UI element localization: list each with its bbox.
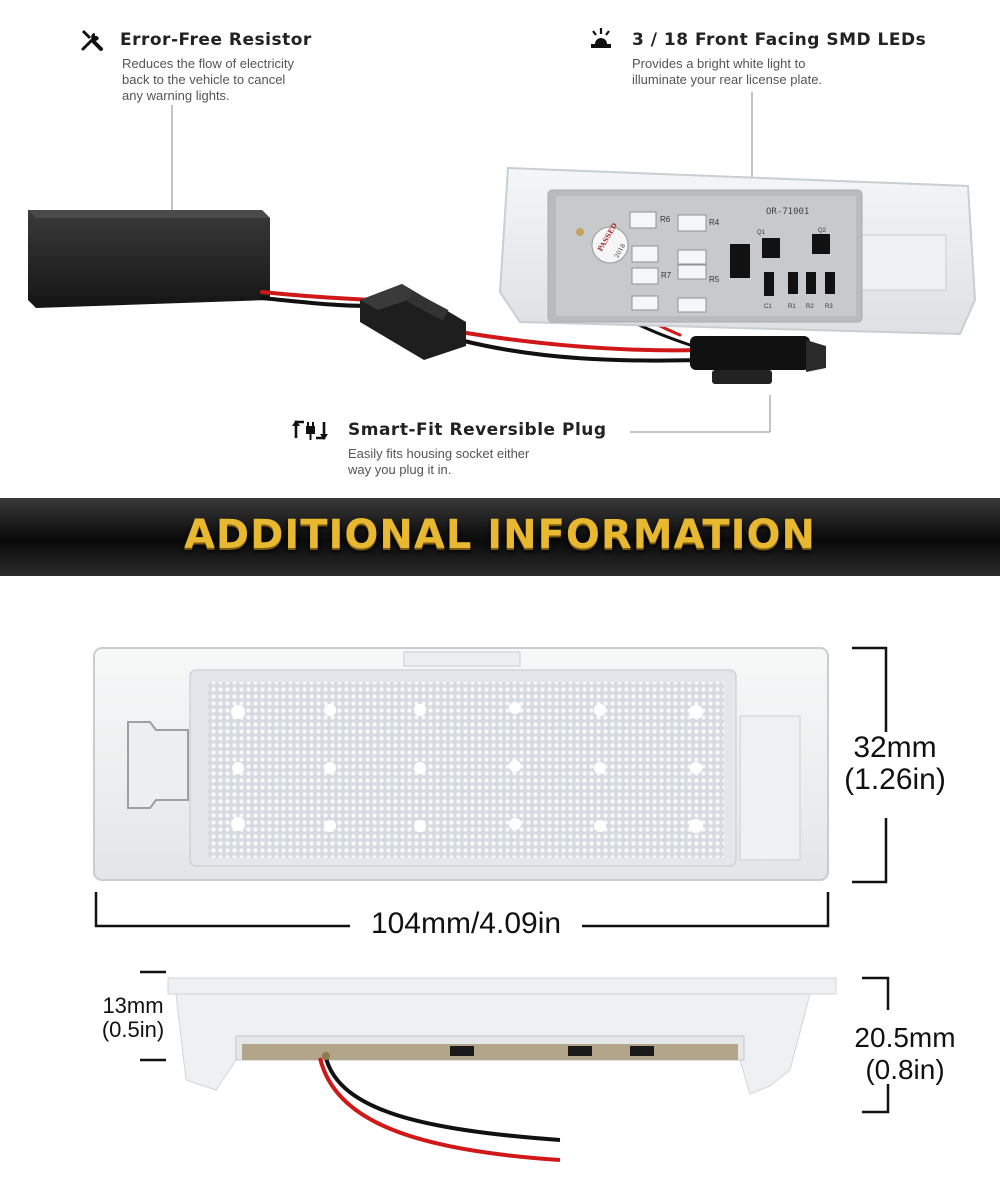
pcb-label-q2: Q2: [818, 228, 827, 234]
pcb-label-r6: R6: [660, 215, 671, 224]
height-mm: 32mm: [853, 731, 937, 764]
pcb-label-r3: R3: [825, 304, 833, 310]
resistor-description: Reduces the flow of electricity back to …: [122, 56, 294, 103]
resistor-title: Error-Free Resistor: [120, 30, 312, 50]
bulb-socket: [690, 336, 826, 384]
reversible-plug-icon: [292, 420, 328, 440]
pcb-label-q1: Q1: [757, 230, 766, 236]
section-banner: [0, 498, 1000, 576]
plug-title: Smart-Fit Reversible Plug: [348, 420, 607, 440]
base-dimension: 13mm (0.5in): [88, 994, 178, 1042]
callout-lines: [171, 92, 771, 433]
pcb-label-r5: R5: [709, 275, 720, 284]
leds-description: Provides a bright white light to illumin…: [632, 56, 823, 87]
height-dimension: 32mm (1.26in): [830, 732, 960, 796]
pcb-label-r4: R4: [709, 218, 720, 227]
section-banner-title: ADDITIONAL INFORMATION: [183, 512, 817, 558]
product-illustration: R6 R4 R7 R5 Q1 Q2 C1 R1 R2 R3 OR-71001 P…: [28, 166, 977, 384]
pcb-label-r1: R1: [788, 304, 796, 310]
plug-description: Easily fits housing socket either way yo…: [348, 446, 530, 477]
pcb-label-r7: R7: [661, 271, 672, 280]
pcb-part-number: OR-71001: [766, 207, 809, 217]
resistor-box: [28, 210, 270, 308]
base-in: (0.5in): [101, 1017, 165, 1042]
height-in: (1.26in): [844, 763, 946, 796]
length-dimension: 104mm/4.09in: [370, 907, 562, 940]
light-icon: [591, 28, 611, 48]
led-housing: [498, 166, 977, 336]
tools-icon: [81, 29, 103, 51]
depth-in: (0.8in): [865, 1054, 945, 1085]
depth-dimension: 20.5mm (0.8in): [840, 1022, 970, 1086]
connector: [360, 284, 466, 360]
base-mm: 13mm: [102, 993, 164, 1018]
pcb-label-c1: C1: [764, 304, 772, 310]
depth-mm: 20.5mm: [854, 1022, 956, 1053]
leds-title: 3 / 18 Front Facing SMD LEDs: [632, 30, 927, 50]
pcb-label-r2: R2: [806, 304, 814, 310]
